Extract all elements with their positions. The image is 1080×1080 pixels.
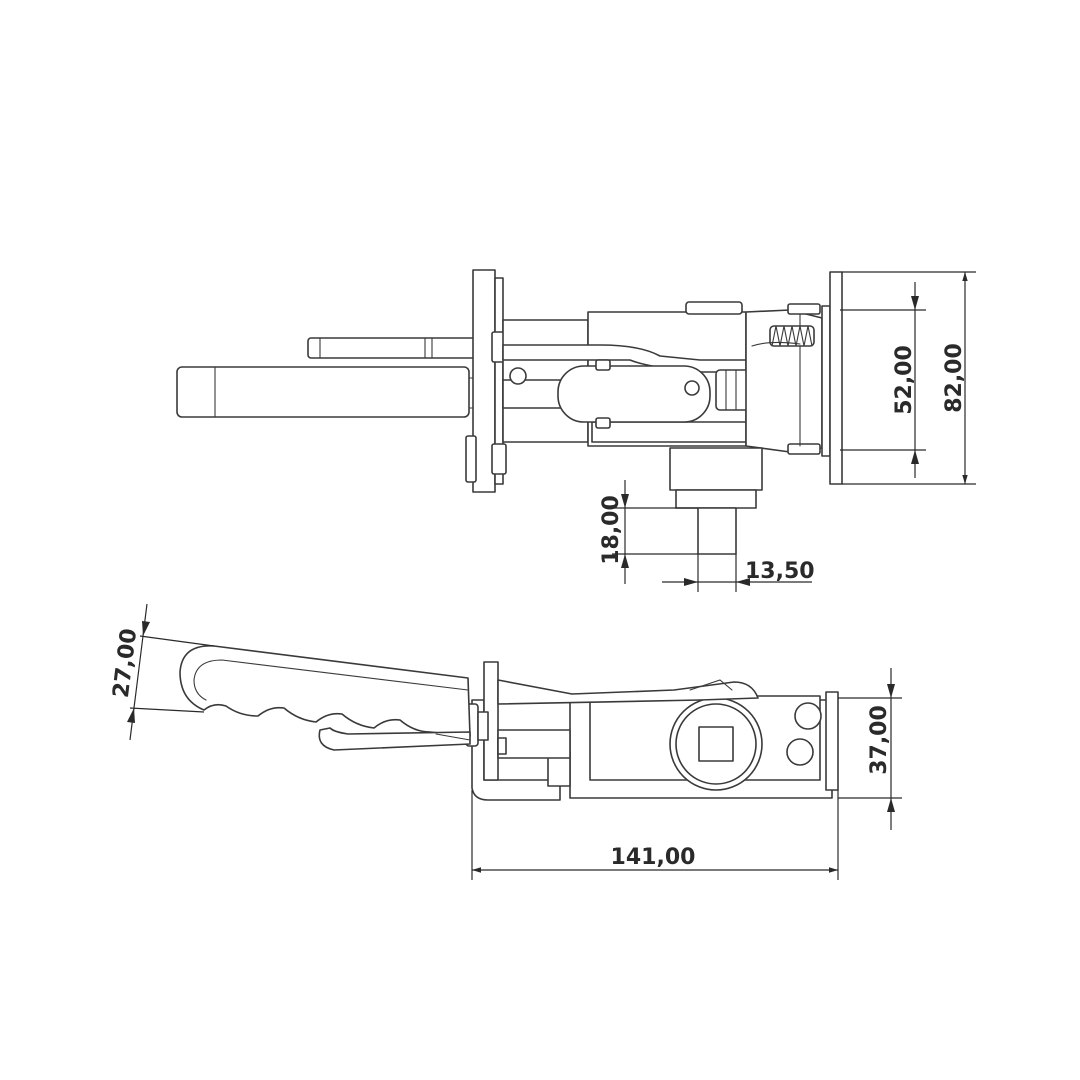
top-right-base (829, 271, 843, 485)
top-right-plate (821, 305, 831, 457)
dim-inner-height: 52,00 (892, 345, 917, 415)
side-view (179, 645, 839, 801)
top-pin (697, 507, 737, 555)
top-handle (176, 366, 470, 418)
side-frame (471, 699, 561, 801)
side-handle (179, 645, 471, 737)
dim-outer-height: 82,00 (942, 343, 967, 413)
dim-pin-width: 13,50 (745, 559, 815, 584)
top-view (176, 269, 843, 555)
dim-pin-length: 18,00 (599, 495, 624, 565)
side-pin-lower (786, 738, 814, 766)
dim-body-height: 37,00 (867, 705, 892, 775)
dimension-lines (127, 271, 976, 880)
dim-handle-width: 27,00 (109, 627, 142, 699)
dim-overall-length: 141,00 (611, 845, 696, 870)
top-pin-boss (669, 447, 763, 491)
top-rod (307, 337, 479, 359)
side-square-drive (698, 726, 734, 762)
side-pin-upper (794, 702, 822, 730)
top-link (557, 365, 711, 423)
